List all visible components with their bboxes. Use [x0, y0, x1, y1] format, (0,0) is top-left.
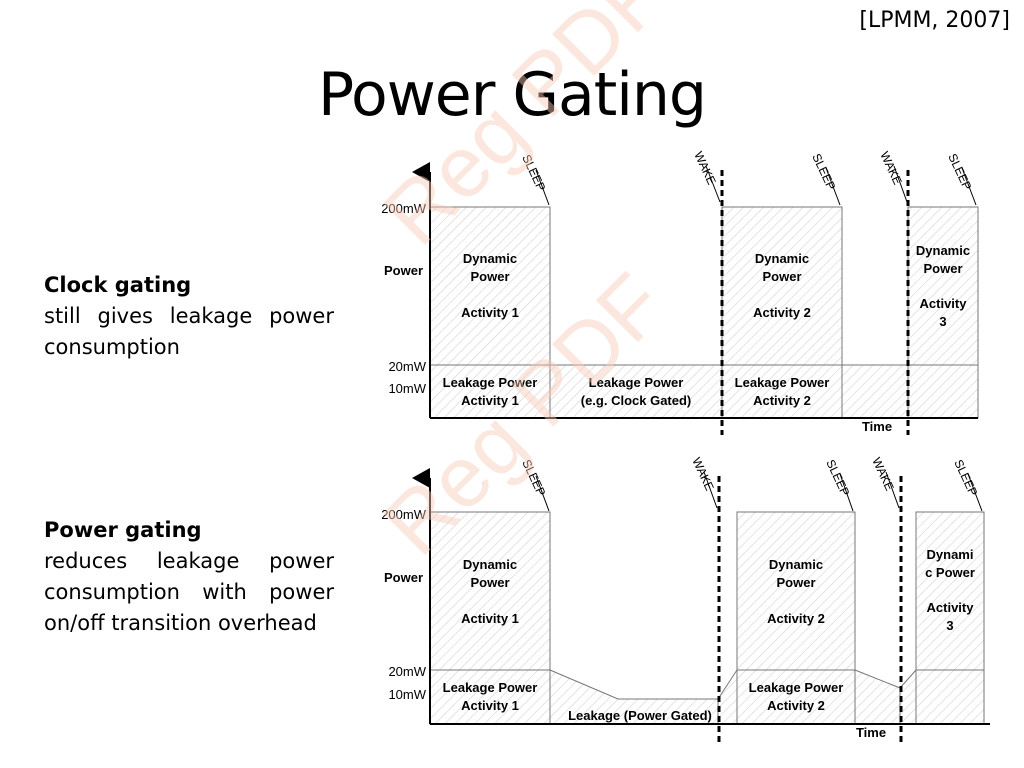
- tick-10mw: 10mW: [388, 381, 426, 396]
- x-axis-label: Time: [856, 725, 886, 740]
- event-sleep-1: SLEEP: [519, 457, 548, 498]
- dynamic-region-activity-3: [915, 511, 985, 725]
- dynamic-activity-3-line1: Activity: [920, 296, 968, 311]
- sleep-transition-2: [854, 669, 901, 725]
- tick-20mw: 20mW: [388, 359, 426, 374]
- dynamic-label-2-line2: Power: [776, 575, 815, 590]
- leakage-label-1-line1: Leakage Power: [443, 375, 538, 390]
- dynamic-label-3-line1: Dynamic: [916, 243, 970, 258]
- power-gating-block: Power gating reduces leakage power consu…: [44, 515, 334, 639]
- dynamic-label-1-line2: Power: [470, 575, 509, 590]
- tick-200mw: 200mW: [381, 507, 427, 522]
- event-wake-2: WAKE: [869, 455, 896, 493]
- event-sleep-3: SLEEP: [945, 151, 974, 192]
- dynamic-label-3-line1: Dynami: [927, 547, 974, 562]
- sleep-arrow-2: [825, 167, 841, 206]
- wake-arrow-1: [703, 471, 718, 509]
- diagram-power-gating: 200mW 20mW 10mW Power Time SLEEP WAKE SL…: [381, 455, 990, 742]
- wake-arrow-1: [705, 165, 721, 203]
- event-sleep-3: SLEEP: [951, 457, 980, 498]
- leakage-region-idle: [841, 364, 909, 419]
- dynamic-label-3-line2: Power: [923, 261, 962, 276]
- power-gating-description: reduces leakage power consumption with p…: [44, 549, 334, 635]
- sleep-arrow-1: [535, 169, 550, 206]
- dynamic-region-activity-2: [721, 206, 843, 419]
- clock-gating-block: Clock gating still gives leakage power c…: [44, 270, 334, 363]
- leakage-label-3-line2: Activity 2: [753, 393, 811, 408]
- dynamic-label-1-line1: Dynamic: [463, 251, 517, 266]
- clock-gating-heading: Clock gating: [44, 273, 192, 297]
- dynamic-activity-3-line1: Activity: [927, 600, 975, 615]
- diagram-clock-gating: 200mW 20mW 10mW Power Time SLEEP WAKE SL…: [381, 149, 979, 435]
- sleep-arrow-1: [535, 475, 550, 512]
- dynamic-label-1-line2: Power: [470, 269, 509, 284]
- event-wake-2: WAKE: [877, 149, 904, 187]
- leakage-label-2-line1: Leakage (Power Gated): [568, 708, 712, 723]
- dynamic-label-1-line1: Dynamic: [463, 557, 517, 572]
- tick-20mw: 20mW: [388, 664, 426, 679]
- dynamic-activity-3-line2: 3: [946, 618, 953, 633]
- dynamic-region-activity-1: [429, 206, 551, 419]
- dynamic-region-activity-2: [736, 511, 856, 725]
- event-sleep-2: SLEEP: [809, 151, 838, 192]
- leakage-label-1-line2: Activity 1: [461, 393, 519, 408]
- event-wake-1: WAKE: [691, 149, 718, 187]
- event-sleep-1: SLEEP: [519, 152, 548, 193]
- citation: [LPMM, 2007]: [859, 8, 1010, 33]
- dynamic-label-2-line1: Dynamic: [769, 557, 823, 572]
- leakage-label-2-line1: Leakage Power: [589, 375, 684, 390]
- dynamic-activity-2: Activity 2: [767, 611, 825, 626]
- dynamic-label-2-line1: Dynamic: [755, 251, 809, 266]
- leakage-label-3-line2: Activity 2: [767, 698, 825, 713]
- leakage-label-3-line1: Leakage Power: [749, 680, 844, 695]
- y-axis-label: Power: [384, 570, 423, 585]
- dynamic-region-activity-3: [907, 206, 979, 419]
- sleep-arrow-3: [961, 167, 977, 206]
- tick-10mw: 10mW: [388, 687, 426, 702]
- y-axis-label: Power: [384, 263, 423, 278]
- dynamic-activity-1: Activity 1: [461, 611, 519, 626]
- tick-200mw: 200mW: [381, 201, 427, 216]
- wake-transition-1: [717, 668, 738, 725]
- power-gating-heading: Power gating: [44, 518, 202, 542]
- dynamic-label-2-line2: Power: [762, 269, 801, 284]
- leakage-label-2-line2: (e.g. Clock Gated): [581, 393, 692, 408]
- page-title: Power Gating: [317, 60, 707, 130]
- leakage-label-3-line1: Leakage Power: [735, 375, 830, 390]
- dynamic-region-activity-1: [429, 511, 551, 725]
- clock-gating-description: still gives leakage power consumption: [44, 304, 334, 359]
- dynamic-activity-2: Activity 2: [753, 305, 811, 320]
- wake-arrow-2: [885, 471, 900, 509]
- leakage-region-clock-gated: [549, 364, 723, 419]
- leakage-label-1-line2: Activity 1: [461, 698, 519, 713]
- dynamic-activity-3-line2: 3: [939, 314, 946, 329]
- event-sleep-2: SLEEP: [823, 457, 852, 498]
- x-axis-label: Time: [862, 419, 892, 434]
- event-wake-1: WAKE: [689, 455, 716, 493]
- dynamic-label-3-line2: c Power: [925, 565, 975, 580]
- dynamic-activity-1: Activity 1: [461, 305, 519, 320]
- sleep-arrow-2: [839, 473, 854, 512]
- leakage-label-1-line1: Leakage Power: [443, 680, 538, 695]
- sleep-arrow-3: [967, 473, 983, 512]
- wake-arrow-2: [893, 165, 908, 203]
